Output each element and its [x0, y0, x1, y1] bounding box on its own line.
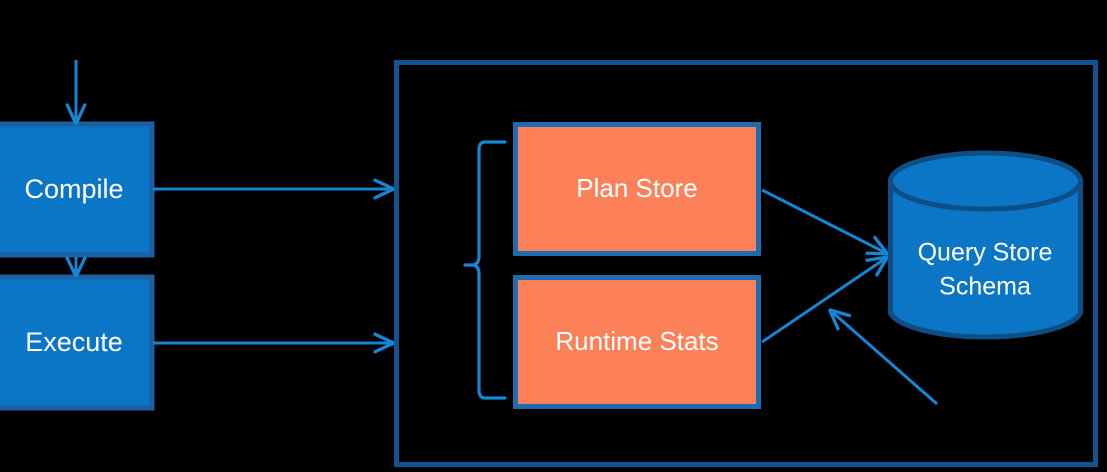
compile-label: Compile [24, 174, 123, 204]
compile-box-border [0, 121, 155, 258]
connector-runtime-stats-to-schema [761, 258, 886, 344]
plan-store-box-border [513, 122, 761, 256]
node-plan-store[interactable]: Plan Store [513, 122, 761, 256]
connector-external-to-schema [831, 311, 938, 406]
query-store-container [394, 60, 1098, 467]
runtime-stats-label: Runtime Stats [555, 326, 718, 356]
connector-plan-store-to-schema [761, 188, 886, 253]
node-query-store-schema[interactable]: Query Store Schema [888, 150, 1083, 340]
execute-label: Execute [25, 327, 123, 357]
cylinder-top [888, 150, 1083, 212]
execute-box-border [0, 274, 155, 411]
node-execute[interactable]: Execute [0, 274, 155, 411]
query-store-schema-label-line2: Schema [939, 273, 1031, 301]
grouping-bracket [463, 140, 507, 400]
plan-store-label: Plan Store [576, 173, 697, 203]
query-store-schema-label-line1: Query Store [918, 239, 1053, 267]
node-runtime-stats[interactable]: Runtime Stats [513, 275, 761, 409]
node-compile[interactable]: Compile [0, 121, 155, 258]
runtime-stats-box-border [513, 275, 761, 409]
cylinder-body [888, 178, 1083, 340]
